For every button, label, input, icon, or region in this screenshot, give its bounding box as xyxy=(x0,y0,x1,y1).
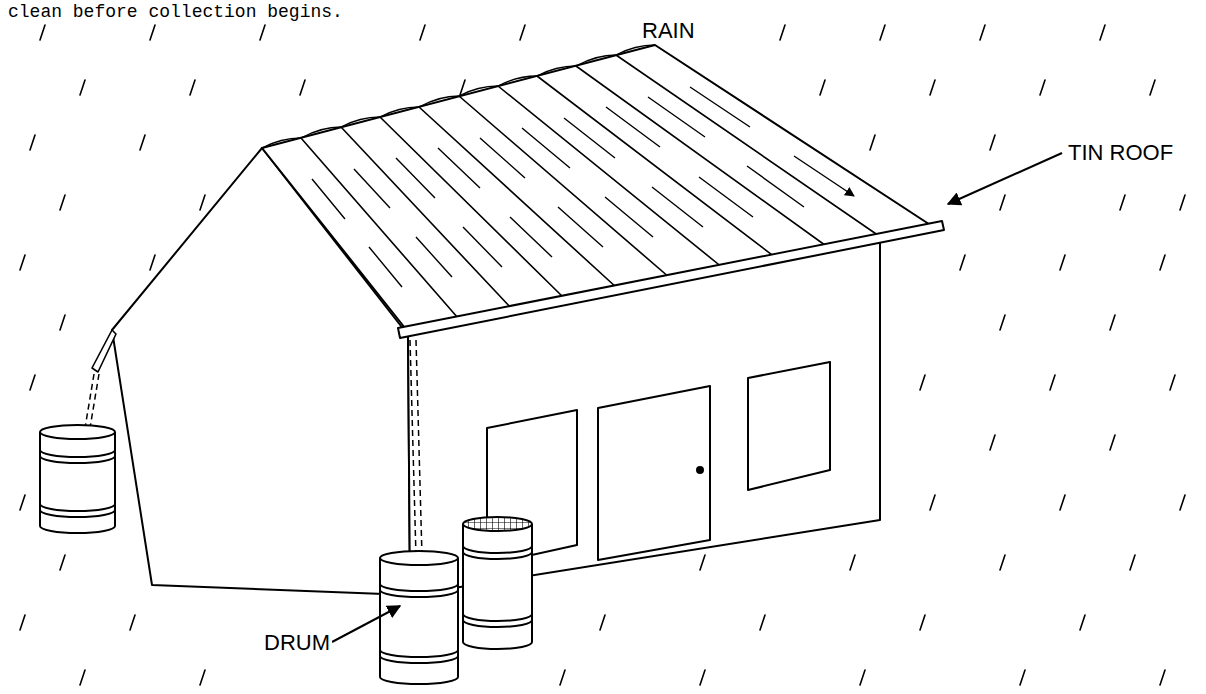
side-gutter xyxy=(92,330,116,372)
drum-bands xyxy=(380,584,458,663)
gutter xyxy=(398,221,944,338)
part-label: RAIN xyxy=(640,18,697,43)
leader-line xyxy=(948,153,1062,204)
water-stream xyxy=(84,340,422,556)
label-holder: clean before collection begins. xyxy=(6,2,345,23)
label-holder: TIN ROOF xyxy=(1066,140,1175,165)
drum-bands xyxy=(463,546,532,627)
drum xyxy=(380,551,458,684)
drum-top xyxy=(40,425,115,439)
screen-top xyxy=(463,517,532,531)
label-holder: RAIN xyxy=(640,18,697,43)
note-text: clean before collection begins. xyxy=(6,2,345,23)
drum-top xyxy=(380,551,458,565)
roof-ridge-waves xyxy=(262,45,655,148)
leader-line xyxy=(332,606,400,642)
roof-panel xyxy=(262,45,935,328)
drum-bands xyxy=(40,450,115,517)
window xyxy=(748,362,830,490)
roof-corrugations xyxy=(301,55,882,318)
drum-body xyxy=(380,558,458,684)
part-label: TIN ROOF xyxy=(1066,140,1175,165)
drum-body xyxy=(463,524,532,649)
door xyxy=(598,386,710,560)
tin-roof xyxy=(92,45,944,372)
part-label: DRUM xyxy=(262,630,332,655)
drum-body xyxy=(40,432,115,533)
door-knob xyxy=(697,467,703,473)
label-holder: DRUM xyxy=(262,630,332,655)
drum xyxy=(40,425,115,533)
runoff-arrows xyxy=(312,87,854,287)
screened-drum xyxy=(463,517,532,649)
rain-strokes xyxy=(20,25,1185,685)
